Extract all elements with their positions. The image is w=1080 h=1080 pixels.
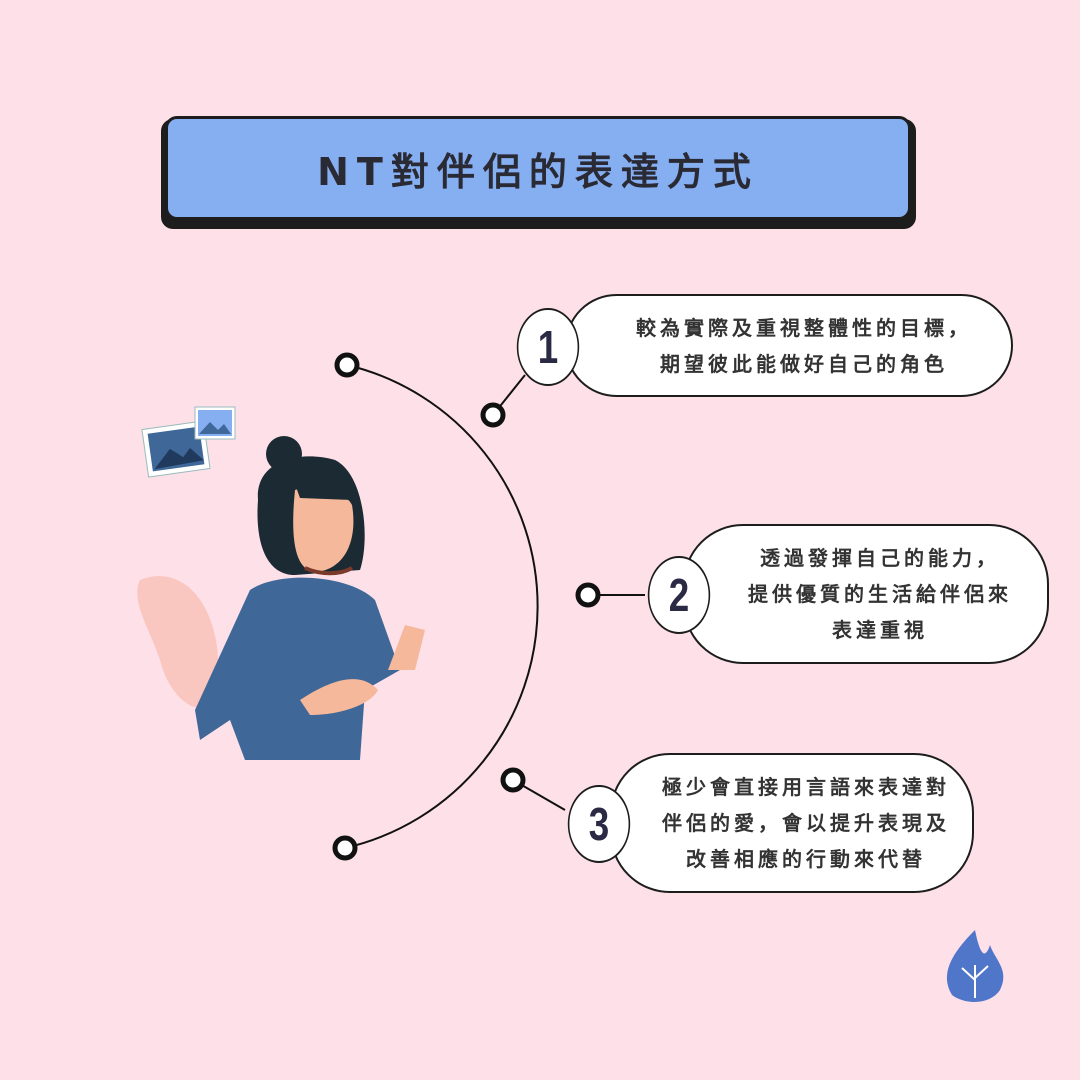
timeline-node-1 [480,402,506,428]
point-2-line-2: 提供優質的生活給伴侶來 [748,582,1012,606]
photo-icon-small [194,406,236,440]
point-3-number: 3 [567,785,631,863]
timeline-node-3 [500,767,526,793]
timeline-node-2 [575,582,601,608]
point-1-line-2: 期望彼此能做好自己的角色 [660,351,948,376]
page-title: NT對伴侶的表達方式 [165,116,911,220]
timeline-node-start [334,352,360,378]
point-2-card: 透過發揮自己的能力， 提供優質的生活給伴侶來 表達重視 [683,524,1049,664]
point-1-number: 1 [516,308,580,386]
woman-illustration [195,436,425,760]
point-3-card: 極少會直接用言語來表達對 伴侶的愛，會以提升表現及 改善相應的行動來代替 [610,753,974,893]
point-3-line-2: 伴侶的愛，會以提升表現及 [662,811,950,835]
photo-icon [141,420,211,478]
timeline-arc [344,364,539,849]
flame-logo [946,930,1004,1002]
point-2-line-1: 透過發揮自己的能力， [760,546,1000,570]
point-2-number: 2 [647,556,711,634]
point-1-line-1: 較為實際及重視整體性的目標， [636,315,972,340]
point-1-card: 較為實際及重視整體性的目標， 期望彼此能做好自己的角色 [565,294,1013,397]
leaf-decoration [137,576,219,708]
point-2-line-3: 表達重視 [832,618,928,642]
point-3-line-1: 極少會直接用言語來表達對 [662,775,950,799]
point-3-line-3: 改善相應的行動來代替 [686,847,926,871]
timeline-node-end [332,835,358,861]
